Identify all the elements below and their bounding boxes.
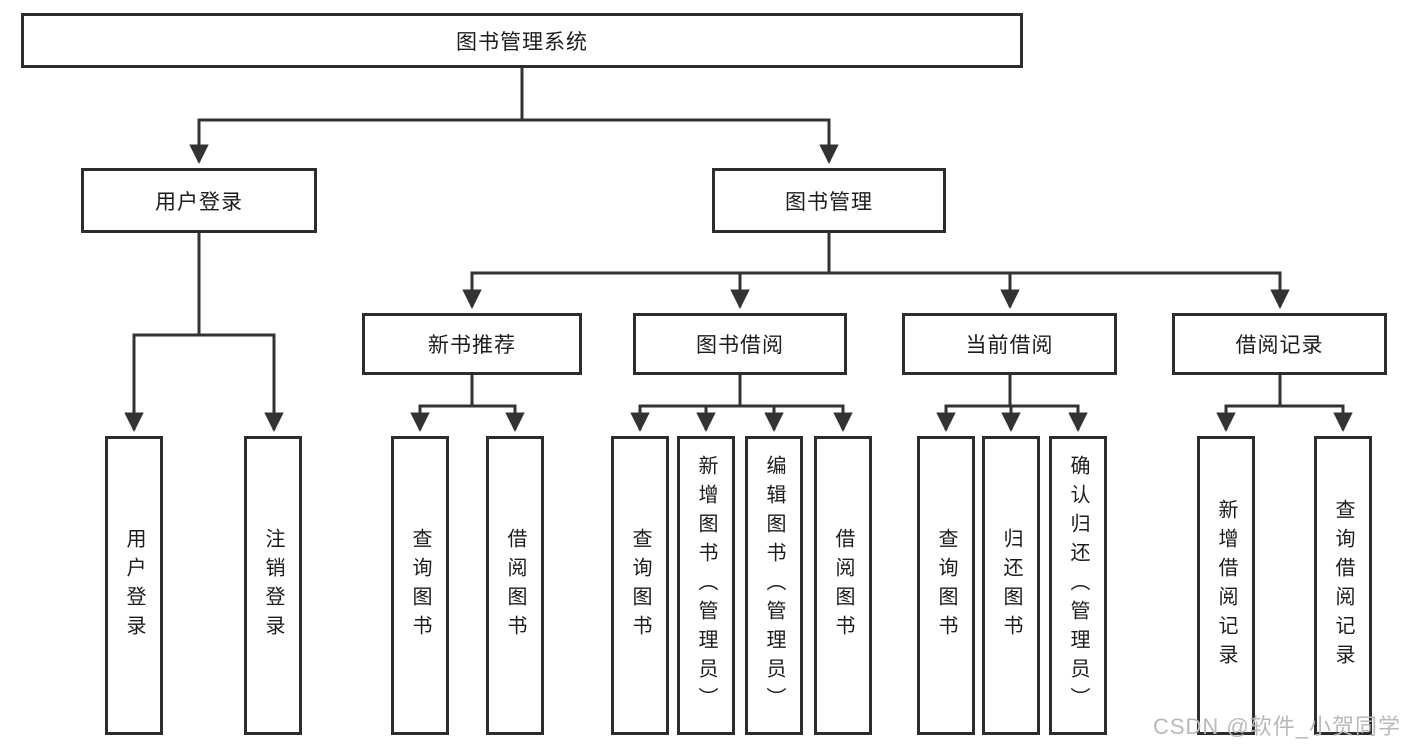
leaf-confirm-return-admin: 确认归还（管理员） xyxy=(1049,436,1107,735)
leaf-return-book: 归还图书 xyxy=(982,436,1040,735)
leaf-edit-book-admin-label: 编辑图书（管理员） xyxy=(763,455,785,716)
leaf-edit-book-admin: 编辑图书（管理员） xyxy=(745,436,803,735)
leaf-query-book-current: 查询图书 xyxy=(917,436,975,735)
leaf-add-borrow-record-label: 新增借阅记录 xyxy=(1215,498,1237,673)
leaf-add-book-admin-label: 新增图书（管理员） xyxy=(695,455,717,716)
leaf-borrow-book-recommend: 借阅图书 xyxy=(486,436,544,735)
leaf-query-book-current-label: 查询图书 xyxy=(935,527,957,644)
node-new-book-recommend-label: 新书推荐 xyxy=(428,334,516,357)
leaf-confirm-return-admin-label: 确认归还（管理员） xyxy=(1067,455,1089,716)
leaf-query-borrow-record-label: 查询借阅记录 xyxy=(1332,498,1354,673)
leaf-add-book-admin: 新增图书（管理员） xyxy=(677,436,735,735)
leaf-borrow-book: 借阅图书 xyxy=(814,436,872,735)
leaf-user-login-label: 用户登录 xyxy=(123,527,145,644)
node-current-borrowing: 当前借阅 xyxy=(902,313,1117,375)
leaf-query-borrow-record: 查询借阅记录 xyxy=(1314,436,1372,735)
leaf-user-login: 用户登录 xyxy=(105,436,163,735)
node-library-system: 图书管理系统 xyxy=(21,13,1023,68)
node-book-management: 图书管理 xyxy=(712,168,946,233)
leaf-query-book-recommend: 查询图书 xyxy=(391,436,449,735)
node-book-management-label: 图书管理 xyxy=(785,190,873,214)
node-current-borrowing-label: 当前借阅 xyxy=(965,334,1054,357)
node-new-book-recommend: 新书推荐 xyxy=(362,313,582,375)
leaf-logout-label: 注销登录 xyxy=(262,527,284,644)
node-book-borrowing-label: 图书借阅 xyxy=(696,334,784,357)
node-book-borrowing: 图书借阅 xyxy=(633,313,847,375)
leaf-add-borrow-record: 新增借阅记录 xyxy=(1197,436,1255,735)
leaf-logout: 注销登录 xyxy=(244,436,302,735)
node-user-login-label: 用户登录 xyxy=(155,190,243,214)
leaf-return-book-label: 归还图书 xyxy=(1000,527,1022,644)
leaf-query-book-borrowing: 查询图书 xyxy=(611,436,669,735)
leaf-borrow-book-label: 借阅图书 xyxy=(832,527,854,644)
node-user-login: 用户登录 xyxy=(81,168,317,233)
node-borrowing-records-label: 借阅记录 xyxy=(1235,334,1324,357)
leaf-query-book-recommend-label: 查询图书 xyxy=(409,527,431,644)
node-library-system-label: 图书管理系统 xyxy=(456,30,588,54)
node-borrowing-records: 借阅记录 xyxy=(1172,313,1387,375)
leaf-borrow-book-recommend-label: 借阅图书 xyxy=(504,527,526,644)
leaf-query-book-borrowing-label: 查询图书 xyxy=(629,527,651,644)
